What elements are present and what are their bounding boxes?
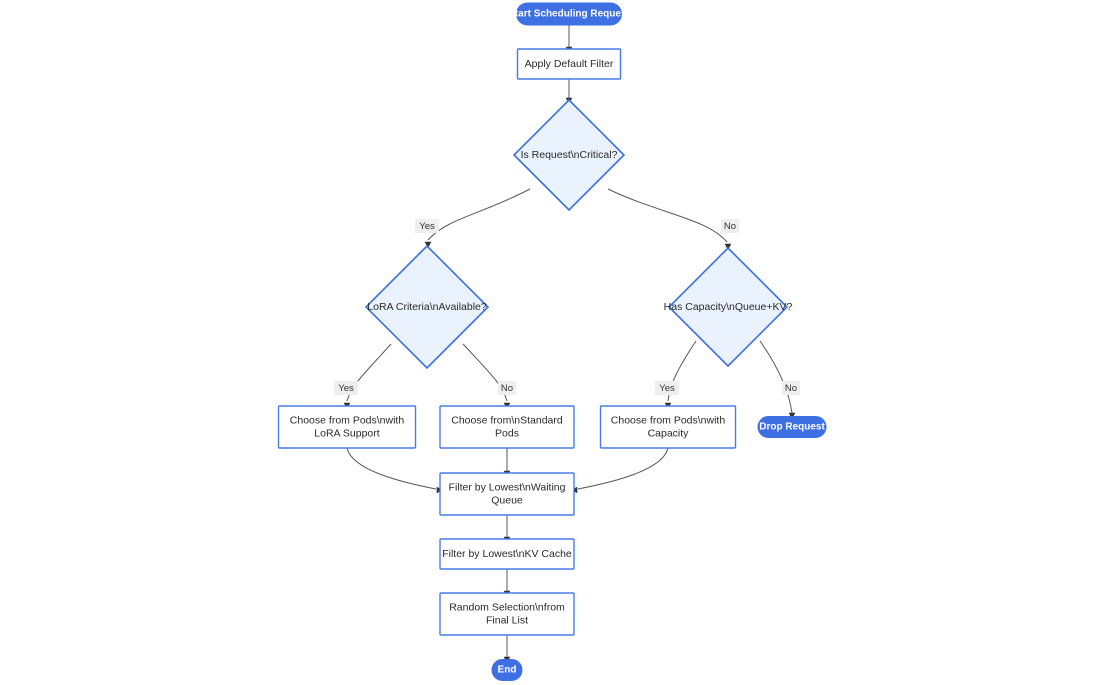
edge-pods_lora-to-filter_queue bbox=[346, 447, 444, 494]
node-critical[interactable]: Is Request\nCritical? bbox=[512, 98, 626, 212]
node-start[interactable]: Start Scheduling Request bbox=[508, 2, 631, 26]
node-label-default: Apply Default Filter bbox=[525, 58, 614, 70]
node-label-pods_lora: LoRA Support bbox=[314, 427, 379, 439]
node-label-start: Start Scheduling Request bbox=[508, 9, 630, 20]
node-label-filter_queue: Filter by Lowest\nWaiting bbox=[449, 481, 566, 493]
node-drop[interactable]: Drop Request bbox=[757, 416, 827, 438]
edge-critical-to-capacity bbox=[607, 188, 732, 251]
node-capacity[interactable]: Has Capacity\nQueue+KV? bbox=[664, 246, 793, 368]
svg-text:Yes: Yes bbox=[338, 383, 354, 394]
node-label-random: Final List bbox=[486, 614, 528, 626]
node-label-end: End bbox=[498, 665, 517, 676]
node-label-capacity: Has Capacity\nQueue+KV? bbox=[664, 301, 793, 313]
node-label-pods_std: Choose from\nStandard bbox=[451, 414, 563, 426]
edge-label-lora-no: No bbox=[497, 381, 517, 395]
node-label-pods_lora: Choose from Pods\nwith bbox=[290, 414, 405, 426]
node-label-pods_std: Pods bbox=[495, 427, 519, 439]
node-filter_kv[interactable]: Filter by Lowest\nKV Cache bbox=[439, 538, 575, 570]
node-default[interactable]: Apply Default Filter bbox=[516, 48, 622, 80]
node-label-filter_queue: Queue bbox=[491, 494, 523, 506]
edge-label-critical-yes: Yes bbox=[415, 219, 439, 233]
edge-random-to-end bbox=[503, 635, 511, 664]
node-lora[interactable]: LoRA Criteria\nAvailable? bbox=[364, 244, 490, 370]
edge-label-capacity-yes: Yes bbox=[655, 381, 679, 395]
node-label-pods_cap: Capacity bbox=[648, 427, 690, 439]
edge-lora-to-pods_std bbox=[462, 343, 511, 410]
svg-text:No: No bbox=[724, 221, 736, 232]
svg-text:Yes: Yes bbox=[419, 221, 435, 232]
svg-text:No: No bbox=[501, 383, 513, 394]
edge-label-lora-yes: Yes bbox=[334, 381, 358, 395]
node-label-lora: LoRA Criteria\nAvailable? bbox=[367, 301, 487, 313]
node-label-filter_kv: Filter by Lowest\nKV Cache bbox=[442, 548, 572, 560]
edge-lora-to-pods_lora bbox=[343, 343, 392, 410]
edge-pods_cap-to-filter_queue bbox=[570, 447, 669, 494]
node-label-critical: Is Request\nCritical? bbox=[521, 149, 618, 161]
edge-label-critical-no: No bbox=[720, 219, 740, 233]
node-label-random: Random Selection\nfrom bbox=[449, 601, 565, 613]
edge-critical-to-lora bbox=[424, 188, 531, 249]
edge-label-capacity-no: No bbox=[781, 381, 801, 395]
svg-text:No: No bbox=[785, 383, 797, 394]
edge-capacity-to-pods_cap bbox=[664, 340, 697, 410]
edge-capacity-to-drop bbox=[759, 340, 796, 420]
node-label-pods_cap: Choose from Pods\nwith bbox=[611, 414, 726, 426]
node-end[interactable]: End bbox=[491, 659, 523, 681]
svg-text:Yes: Yes bbox=[659, 383, 675, 394]
node-label-drop: Drop Request bbox=[759, 422, 825, 433]
